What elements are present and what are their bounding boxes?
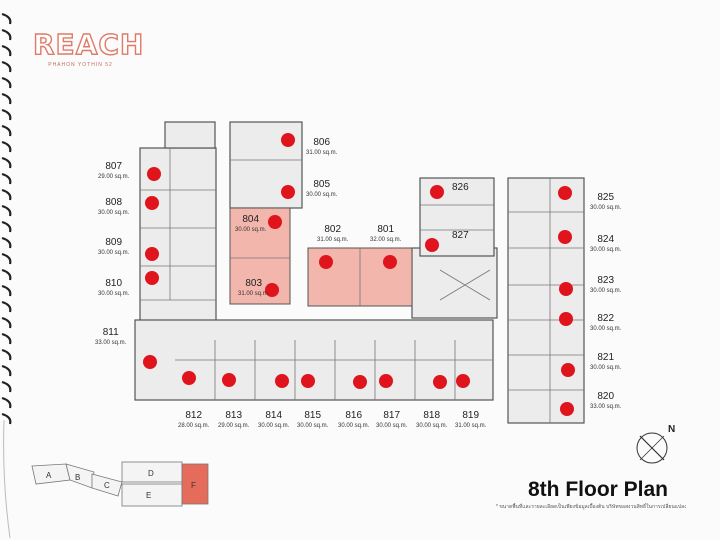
- sold-marker: [433, 375, 447, 389]
- disclaimer-text: * ขนาดพื้นที่และรายละเอียดเป็นเพียงข้อมู…: [496, 504, 686, 510]
- sold-marker: [353, 375, 367, 389]
- key-block-e: [121, 483, 183, 507]
- sold-marker: [301, 374, 315, 388]
- sold-marker: [265, 283, 279, 297]
- key-block-c: [91, 473, 123, 497]
- spiral-binding: [1, 12, 12, 539]
- sold-marker: [319, 255, 333, 269]
- key-label-a: A: [46, 471, 52, 480]
- sold-marker: [430, 185, 444, 199]
- sold-marker: [281, 185, 295, 199]
- key-block-f: [181, 463, 209, 505]
- key-label-d: D: [148, 469, 154, 478]
- sold-markers: [143, 133, 575, 416]
- sold-marker: [281, 133, 295, 147]
- sold-marker: [561, 363, 575, 377]
- sold-marker: [275, 374, 289, 388]
- logo-wordmark: REACH: [32, 28, 145, 61]
- unit-label-826: 826: [452, 182, 469, 193]
- logo-tagline: PHAHON YOTHIN 52: [48, 62, 113, 68]
- key-plan: A B C D E F: [31, 461, 209, 507]
- sold-marker: [182, 371, 196, 385]
- east-wing: [507, 177, 585, 424]
- left-stair: [164, 121, 216, 149]
- reach-logo: REACH PHAHON YOTHIN 52: [32, 28, 145, 68]
- sold-marker: [145, 196, 159, 210]
- sold-marker: [145, 247, 159, 261]
- sold-marker: [147, 167, 161, 181]
- key-label-f: F: [191, 481, 196, 490]
- sold-marker: [558, 186, 572, 200]
- key-label-b: B: [75, 473, 80, 482]
- core: [411, 247, 498, 319]
- sold-marker: [559, 282, 573, 296]
- sold-marker: [425, 238, 439, 252]
- sold-marker: [143, 355, 157, 369]
- sold-marker: [379, 374, 393, 388]
- compass-label: N: [668, 424, 675, 435]
- sold-marker: [268, 215, 282, 229]
- sold-marker: [558, 230, 572, 244]
- key-label-c: C: [104, 481, 110, 490]
- unit-label-827: 827: [452, 230, 469, 241]
- sold-marker: [383, 255, 397, 269]
- plan-title: 8th Floor Plan: [528, 478, 669, 501]
- key-label-e: E: [146, 491, 151, 500]
- sold-marker: [222, 373, 236, 387]
- north-compass-icon: N: [636, 424, 675, 464]
- sold-marker: [145, 271, 159, 285]
- sold-marker: [560, 402, 574, 416]
- sold-marker: [559, 312, 573, 326]
- sold-marker: [456, 374, 470, 388]
